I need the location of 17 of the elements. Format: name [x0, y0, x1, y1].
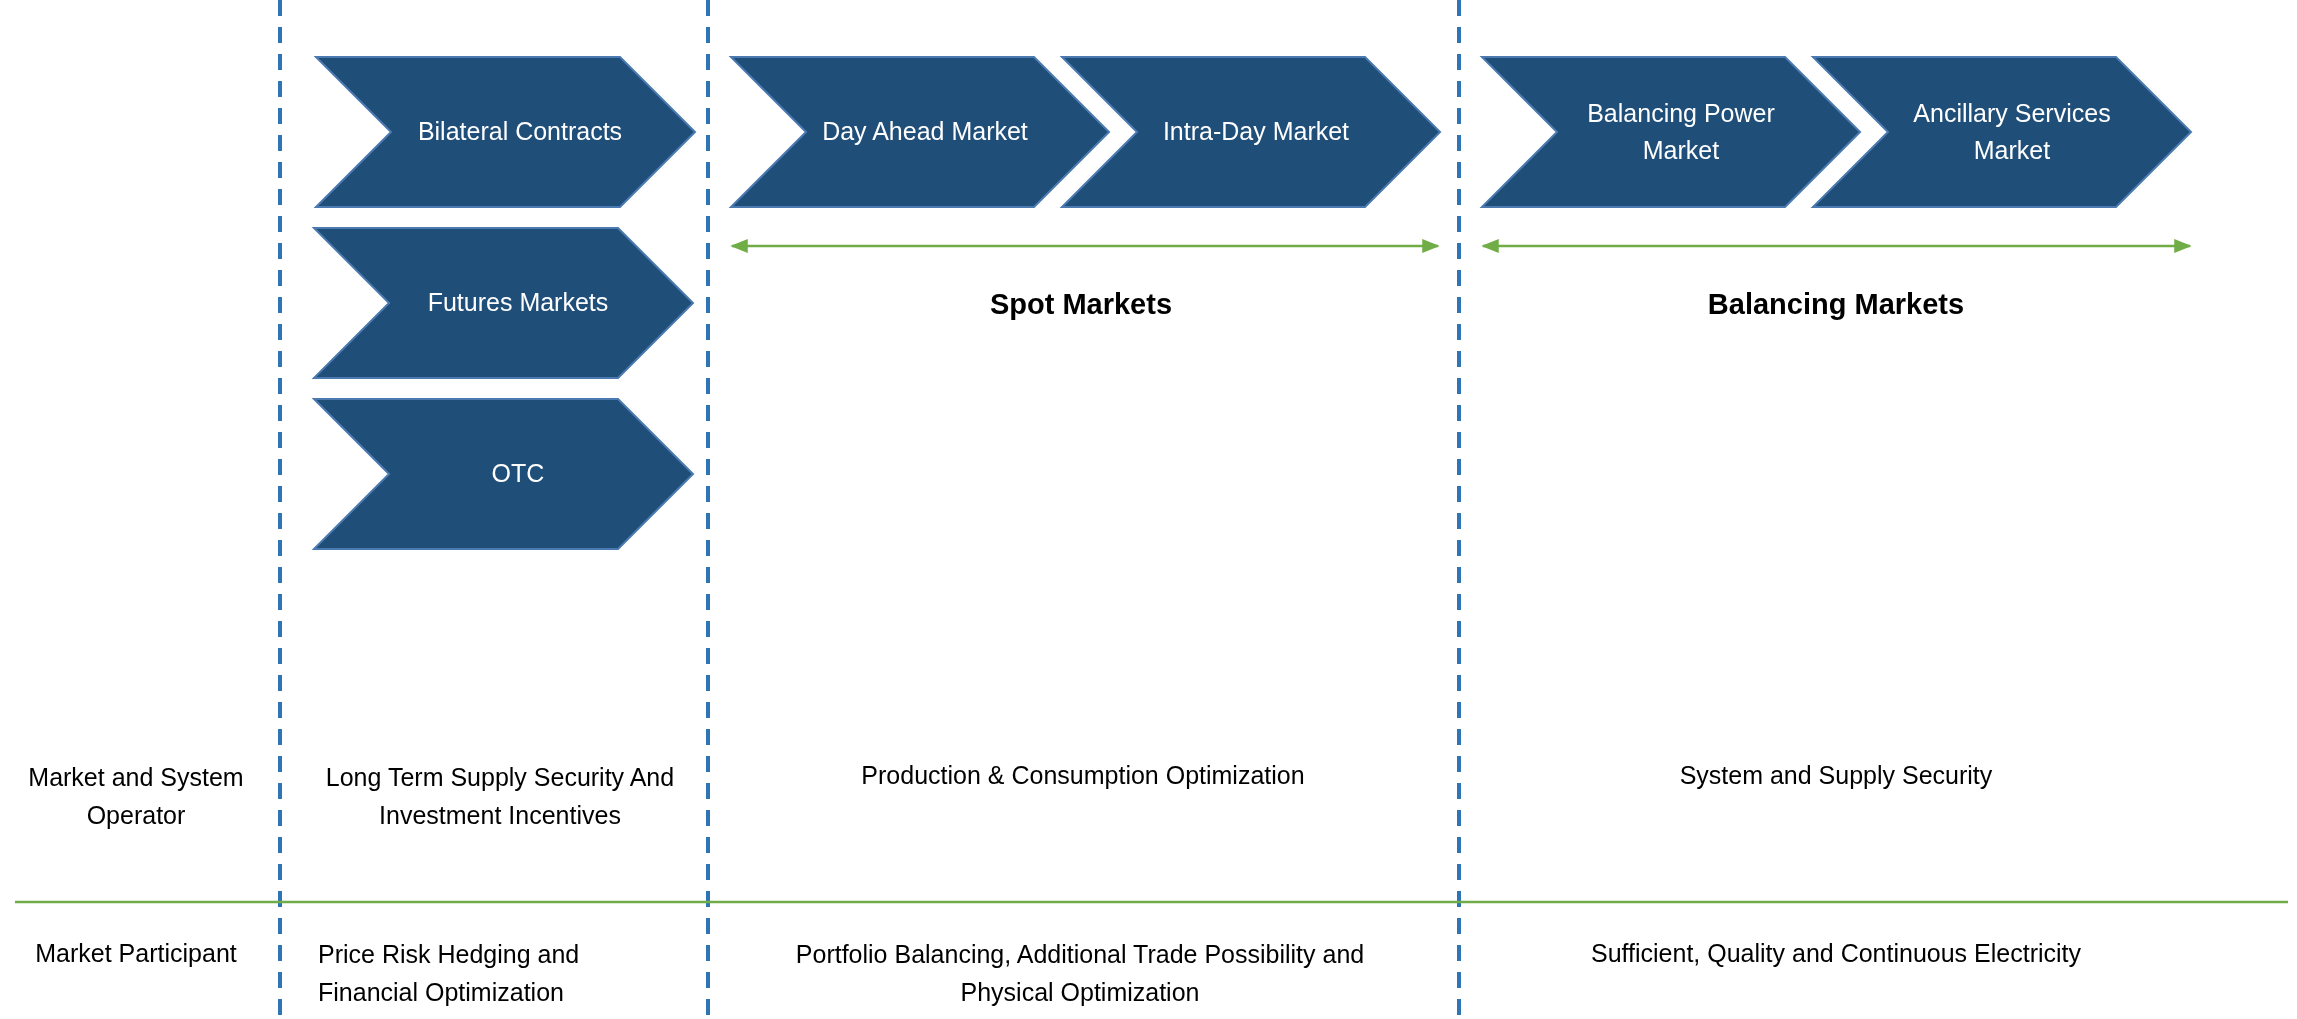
row-text: Market and System Operator: [27, 761, 245, 831]
row-text: Sufficient, Quality and Continuous Electricity: [1589, 938, 2083, 970]
step-label: Ancillary Services Market: [1912, 97, 2112, 166]
row-text: System and Supply Security: [1678, 760, 1994, 792]
step-label: Bilateral Contracts: [417, 116, 623, 148]
row-text: Production & Consumption Optimization: [860, 760, 1306, 792]
step-label: Balancing Power Market: [1586, 97, 1776, 166]
row-text: Portfolio Balancing, Additional Trade Possibility and Physical Optimization: [794, 938, 1366, 1008]
group-heading: Spot Markets: [988, 287, 1174, 323]
row-text: Market Participant: [34, 938, 238, 970]
step-label: OTC: [491, 458, 545, 490]
group-heading: Balancing Markets: [1706, 287, 1966, 323]
row-text: Long Term Supply Security And Investment Incentives: [324, 761, 676, 830]
step-label: Day Ahead Market: [822, 116, 1028, 148]
step-label: Futures Markets: [427, 287, 609, 319]
step-label: Intra-Day Market: [1162, 116, 1350, 148]
row-text: Price Risk Hedging and Financial Optimization: [318, 938, 581, 1008]
